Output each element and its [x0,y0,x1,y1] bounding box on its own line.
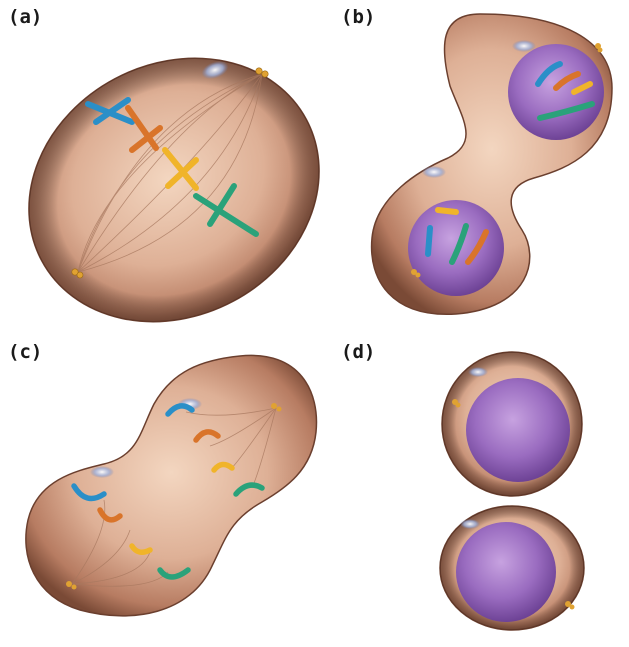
panel-c-cell [26,355,317,615]
nucleus [466,378,570,482]
highlight [460,519,480,529]
panel-b-cell [372,14,612,314]
highlight [512,40,536,52]
nucleus [456,522,556,622]
nucleus [508,44,604,140]
panel-d-bottom-cell [440,506,584,630]
panel-a-cell [0,8,366,371]
highlight [422,166,446,178]
panel-d-top-cell [442,352,582,496]
highlight [90,466,114,478]
highlight [468,367,488,377]
